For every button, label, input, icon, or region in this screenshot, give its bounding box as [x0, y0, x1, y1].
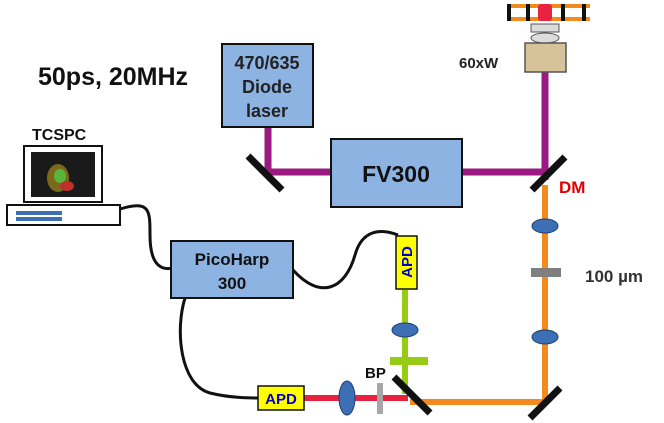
objective-icon [524, 23, 567, 73]
computer-icon [6, 145, 121, 226]
laser-label-line1: 470/635 [234, 53, 299, 73]
filter-green [390, 357, 428, 365]
objective-label: 60xW [459, 55, 499, 72]
dichroic-mirror [529, 154, 568, 193]
mirror-corner [527, 385, 563, 421]
pinhole-icon [531, 268, 561, 277]
fv300-label: FV300 [362, 161, 430, 187]
apd-horizontal-label: APD [265, 391, 297, 408]
laser-label-line2: Diode [242, 77, 292, 97]
bp-label: BP [365, 365, 386, 382]
sample-stage [507, 4, 590, 21]
picoharp-label-line1: PicoHarp [195, 250, 270, 269]
cable-picoharp-apd-vertical [291, 230, 399, 290]
lens-green [391, 322, 419, 338]
computer-label: TCSPC [32, 127, 87, 144]
diode-laser-box: 470/635 Diode laser [221, 43, 314, 128]
mirror-laser [245, 153, 285, 193]
fv300-box: FV300 [330, 138, 463, 208]
laser-label-line3: laser [246, 101, 288, 121]
lens-red [338, 380, 356, 416]
pinhole-label: 100 µm [585, 267, 643, 286]
cable-computer-picoharp [119, 204, 188, 271]
picoharp-box: PicoHarp 300 [170, 240, 294, 299]
bandpass-filter [377, 383, 383, 414]
dm-label: DM [559, 178, 585, 197]
page-title: 50ps, 20MHz [38, 63, 188, 91]
mirror-bp [391, 374, 433, 416]
apd-vertical-label: APD [399, 246, 416, 278]
picoharp-label-line2: 300 [218, 274, 246, 293]
apd-vertical: APD [395, 235, 418, 290]
lens-top [531, 218, 559, 234]
lens-bottom [531, 329, 559, 345]
apd-horizontal: APD [257, 385, 305, 411]
cable-picoharp-apd-horizontal [178, 297, 263, 400]
